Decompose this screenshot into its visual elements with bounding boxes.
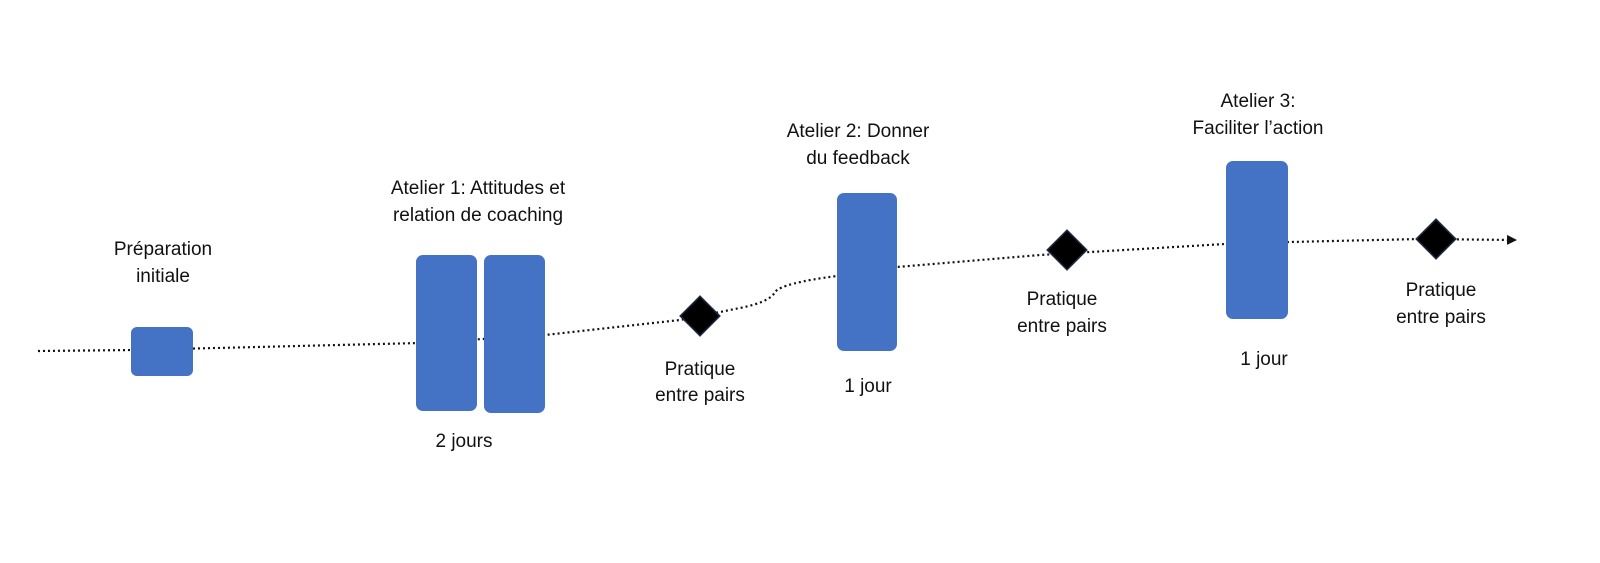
- atelier3-block: [1226, 161, 1288, 319]
- pratique1-diamond-icon: [679, 295, 721, 337]
- pratique3-label-2: entre pairs: [1396, 307, 1486, 328]
- pratique1-label: Pratique: [665, 359, 736, 380]
- atelier3-title: Atelier 3:: [1221, 91, 1296, 112]
- atelier2-title-2: du feedback: [806, 148, 910, 169]
- pratique3-label: Pratique: [1406, 280, 1477, 301]
- atelier2-block: [837, 193, 897, 351]
- preparation-label-2: initiale: [136, 266, 190, 287]
- atelier2-duration: 1 jour: [844, 376, 892, 397]
- atelier1-day2-block: [484, 255, 545, 413]
- atelier3-title-2: Faciliter l’action: [1193, 118, 1324, 139]
- atelier3-duration: 1 jour: [1240, 349, 1288, 370]
- atelier1-duration: 2 jours: [435, 431, 492, 452]
- atelier2-title: Atelier 2: Donner: [787, 121, 930, 142]
- atelier1-title: Atelier 1: Attitudes et: [391, 178, 566, 199]
- pratique1-label-2: entre pairs: [655, 385, 745, 406]
- preparation-block: [131, 327, 193, 376]
- pratique2-label-2: entre pairs: [1017, 316, 1107, 337]
- preparation-label: Préparation: [114, 239, 212, 260]
- timeline-arrow: [37, 234, 1517, 353]
- atelier1-day1-block: [416, 255, 477, 411]
- pratique2-label: Pratique: [1027, 289, 1098, 310]
- pratique3-diamond-icon: [1415, 218, 1457, 260]
- atelier1-title-2: relation de coaching: [393, 205, 563, 226]
- pratique2-diamond-icon: [1046, 229, 1088, 271]
